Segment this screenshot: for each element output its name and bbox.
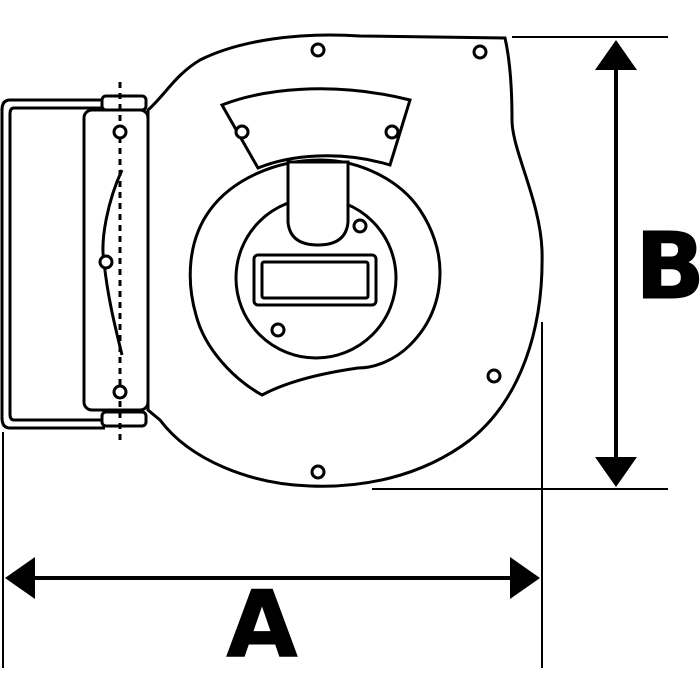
bracket-hinge-bottom	[100, 410, 148, 428]
housing-bolts	[310, 42, 502, 480]
guide-bolt-left	[234, 124, 250, 140]
guide-arch	[219, 87, 412, 170]
drum-bolt-1	[352, 218, 368, 234]
dimension-a-arrow-left	[5, 557, 35, 599]
housing-bolt-bottom	[310, 464, 326, 480]
guide-bolt-right	[384, 124, 400, 140]
dimension-b-arrow-top	[595, 40, 637, 70]
drum-bolt-2	[270, 322, 286, 338]
hose-outlet	[286, 160, 350, 247]
hose-guide	[219, 87, 412, 170]
dimension-b: B	[372, 36, 700, 490]
drum-window-inner	[260, 260, 370, 300]
bracket-bolt-3	[112, 384, 128, 400]
bracket-hinge-top	[100, 94, 148, 112]
dimension-a-arrow-right	[510, 557, 540, 599]
bracket-bolt-1	[112, 124, 128, 140]
reel-drum	[188, 158, 442, 397]
dimension-b-arrow-bottom	[595, 457, 637, 487]
dimension-a-label: A	[226, 571, 297, 678]
bracket-plate	[82, 108, 150, 412]
dimension-b-label: B	[635, 213, 700, 320]
dimension-a: A	[2, 322, 543, 679]
housing-bolt-top-right	[472, 44, 488, 60]
bracket-frame	[0, 98, 105, 430]
bracket-bolt-2	[98, 254, 114, 270]
housing-bolt-top-left	[310, 42, 326, 58]
housing-bolt-right	[486, 368, 502, 384]
mounting-bracket	[0, 82, 150, 440]
